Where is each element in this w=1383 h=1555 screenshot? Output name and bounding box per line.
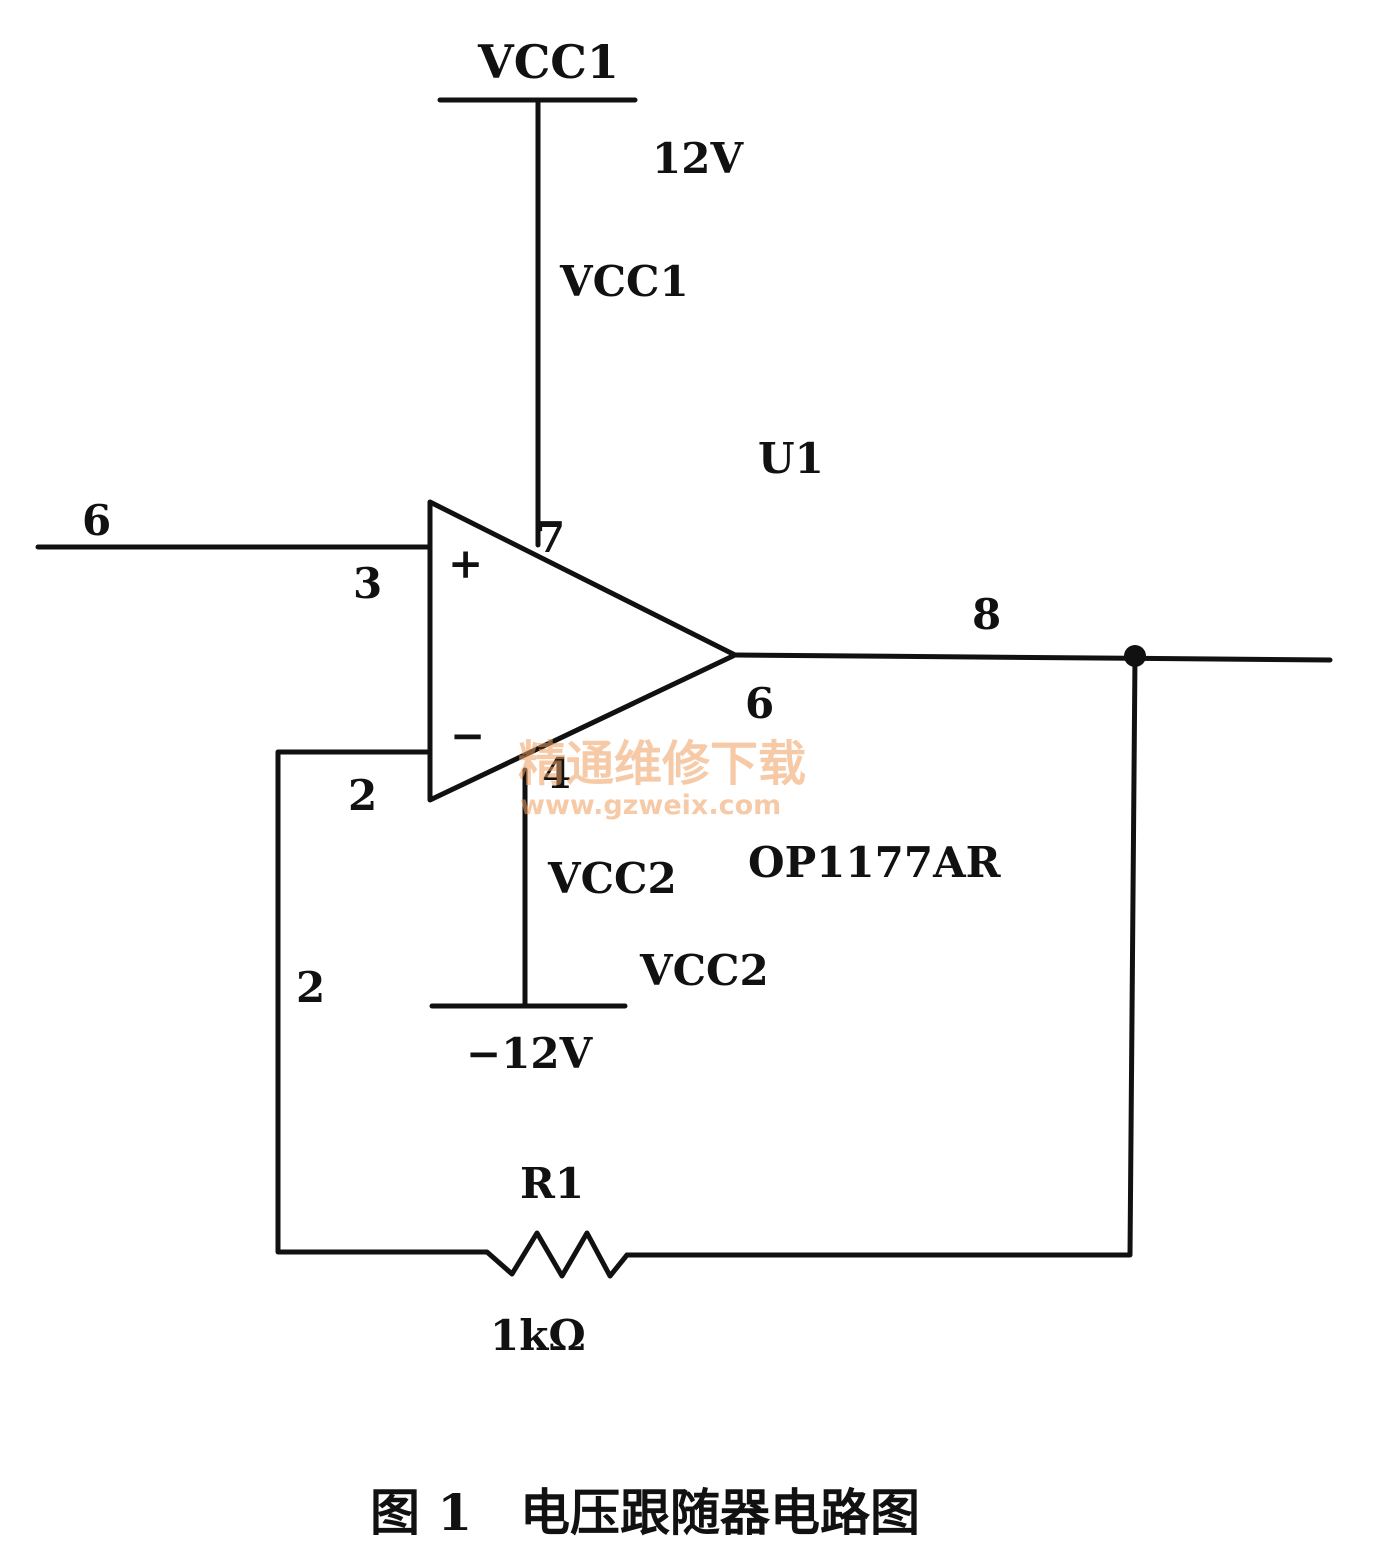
vcc1-voltage-label: 12V: [652, 134, 744, 183]
vcc2-voltage-label: −12V: [466, 1029, 594, 1078]
pin-vneg-label: 4: [542, 749, 571, 798]
output-wire: [732, 652, 1333, 663]
resistor-r1-symbol: [467, 1230, 630, 1279]
vcc2-rail-label: VCC2: [639, 946, 769, 995]
vcc2-net-label: VCC2: [547, 854, 677, 903]
pin-noninv-label: 3: [353, 559, 382, 608]
feedback-net-label: 2: [296, 963, 325, 1012]
figure-title: 电压跟随器电路图: [520, 1483, 920, 1542]
resistor-ref-label: R1: [520, 1159, 584, 1208]
opamp-symbol: [427, 499, 738, 803]
output-net-label: 8: [972, 590, 1001, 639]
watermark-url: www.gzweix.com: [520, 790, 781, 821]
plus-sign: +: [448, 539, 483, 588]
pin-vpos-label: 7: [536, 513, 565, 562]
vcc1-net-label: VCC1: [559, 257, 689, 306]
minus-sign: −: [450, 711, 485, 760]
feedback-loop-left: [275, 749, 473, 1255]
input-net-label: 6: [82, 496, 111, 545]
pin-out-label: 6: [745, 679, 774, 728]
vcc1-rail-label: VCC1: [477, 35, 619, 89]
figure-label: 图 1: [370, 1483, 472, 1542]
resistor-value-label: 1kΩ: [490, 1311, 586, 1360]
opamp-part-label: OP1177AR: [748, 838, 1002, 887]
watermark-text: 精通维修下载: [518, 736, 806, 792]
pin-inv-label: 2: [348, 771, 377, 820]
feedback-loop-right: [624, 653, 1138, 1258]
opamp-ref-label: U1: [758, 434, 824, 483]
